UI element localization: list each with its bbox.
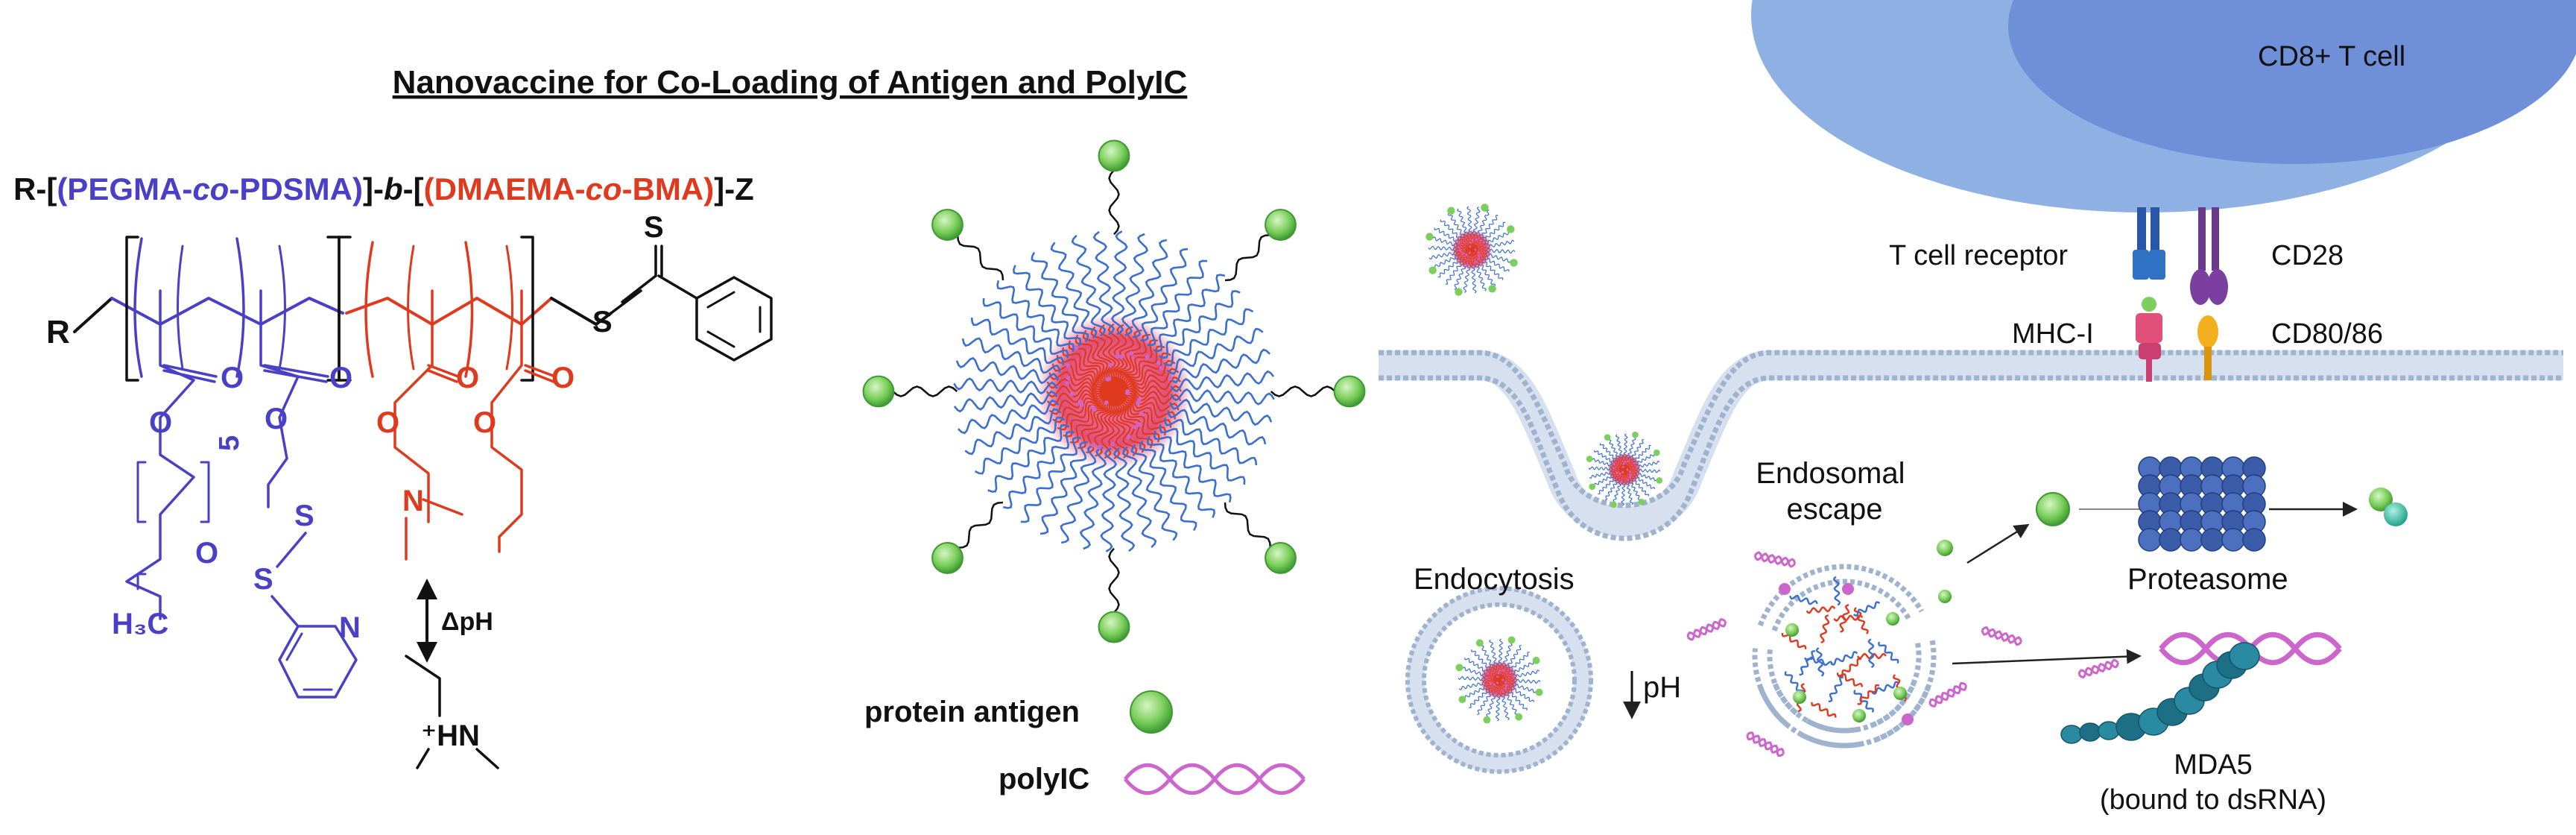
chemical-structure: R O O 5 O <box>46 211 773 769</box>
antigen-fragment-2 <box>1938 590 1952 603</box>
formula-co2: co <box>586 171 622 207</box>
backbone-r <box>73 297 113 333</box>
legend-antigen-swatch <box>1130 690 1173 734</box>
cell-membrane <box>1379 350 2563 541</box>
thiocarbonyl-s-label: S <box>644 211 664 244</box>
ph-label: pH <box>1643 671 1681 704</box>
pyridine-n: N <box>339 611 361 644</box>
dmaema-ester-o: O <box>376 406 399 439</box>
polymer-formula: R-[(PEGMA-co-PDSMA)]-b-[(DMAEMA-co-BMA)]… <box>13 171 754 207</box>
pds-chain <box>259 323 300 508</box>
formula-mid2: -[ <box>403 171 424 207</box>
formula-block2-end: -BMA) <box>622 171 715 207</box>
arrow-to-antigen <box>1966 523 2030 564</box>
pds-s2: S <box>253 563 273 596</box>
peg-carbonyl <box>162 364 218 378</box>
dmaema-chain <box>393 323 434 523</box>
formula-suffix: ]-Z <box>714 171 754 207</box>
legend-antigen-label: protein antigen <box>864 696 1080 728</box>
backbone-blue <box>110 297 344 326</box>
cd8-label: CD8+ T cell <box>2258 41 2405 72</box>
antigen-fragment-1 <box>1937 540 1953 556</box>
tcr-receptor <box>2133 207 2165 312</box>
bracket-blue-2 <box>235 237 245 378</box>
endosome <box>1405 586 1593 774</box>
protonated-amine <box>405 655 441 717</box>
cd80-86-receptor <box>2197 315 2218 380</box>
proteasome-icon <box>2138 456 2266 552</box>
bma-ester-o: O <box>473 406 496 439</box>
cd8-t-cell-nucleus <box>2008 0 2576 164</box>
nanoparticle-free <box>1425 204 1518 296</box>
cd28-label: CD28 <box>2271 240 2344 271</box>
arrow-to-mda5 <box>1952 649 2142 665</box>
bracket-black-4 <box>520 236 534 382</box>
tcr-label: T cell receptor <box>1889 240 2068 271</box>
thio-s-label: S <box>592 306 613 338</box>
bracket-blue-4 <box>278 245 286 371</box>
cd28-receptor <box>2190 207 2228 305</box>
bracket-blue-1 <box>133 237 143 378</box>
cd80-label: CD80/86 <box>2271 318 2383 350</box>
formula-prefix: R-[ <box>13 171 57 207</box>
pds-carbonyl-o: O <box>329 362 352 394</box>
backbone-red <box>345 297 553 326</box>
pyridine-ring <box>278 625 358 699</box>
formula-block2: (DMAEMA- <box>424 171 586 207</box>
peg-carbonyl-o: O <box>221 362 244 394</box>
pds-s1: S <box>294 500 314 532</box>
formula-block1: (PEGMA- <box>57 171 192 207</box>
bracket-red-1 <box>364 241 374 378</box>
formula-block1-end: -PDSMA) <box>229 171 363 207</box>
peptide-fragment-2 <box>2384 502 2408 526</box>
peg-ester-o: O <box>149 406 172 439</box>
nanoparticle-invaginating <box>1586 431 1663 508</box>
delta-ph-label: ΔpH <box>441 608 493 636</box>
proteasome-label: Proteasome <box>2127 563 2288 596</box>
mda5-label: MDA5 <box>2174 749 2253 781</box>
endosomal-escape-line1: Endosomal <box>1756 457 1905 490</box>
released-antigen <box>2036 492 2070 526</box>
formula-b: b <box>384 171 403 207</box>
formula-co1: co <box>192 171 229 207</box>
peg-repeat-5: 5 <box>214 435 245 451</box>
free-polyic-fragments <box>1686 551 2119 757</box>
dmaema-carbonyl-o: O <box>456 362 479 394</box>
pds-ester-o: O <box>265 403 288 435</box>
bracket-red-2 <box>464 241 474 378</box>
bracket-black-1 <box>125 236 139 382</box>
endosomal-escape-line2: escape <box>1787 493 1883 526</box>
peptide-fragment-1 <box>2369 488 2393 511</box>
r-group-label: R <box>46 314 70 350</box>
bracket-blue-3 <box>177 245 184 371</box>
methyl-terminal-label: H₃C <box>112 608 168 640</box>
hn-plus-label: ⁺HN <box>421 719 480 752</box>
bma-carbonyl-o: O <box>551 362 575 394</box>
formula-mid1: ]- <box>363 171 384 207</box>
endocytosis-label: Endocytosis <box>1414 563 1575 596</box>
endosomal-escape-label: Endosomal escape <box>1756 457 1913 526</box>
bracket-red-3 <box>407 245 415 371</box>
backbone-end <box>550 297 613 326</box>
escaping-endosome <box>1752 564 1937 749</box>
nanoparticle-large <box>862 139 1366 643</box>
phenyl-ring <box>695 276 773 362</box>
bracket-red-4 <box>505 245 513 371</box>
bracket-black-3 <box>338 236 352 382</box>
figure-title: Nanovaccine for Co-Loading of Antigen an… <box>393 64 1188 101</box>
legend-polyic-swatch-strand2 <box>1124 763 1306 795</box>
mda5-protein-icon <box>2060 642 2260 744</box>
dmaema-n: N <box>402 485 424 517</box>
mhc-i-receptor <box>2136 313 2162 382</box>
peg-ether-o: O <box>195 537 218 570</box>
mda5-sub-label: (bound to dsRNA) <box>2100 784 2326 816</box>
legend-polyic-label: polyIC <box>999 763 1089 795</box>
bma-chain <box>490 323 523 553</box>
mhc-label: MHC-I <box>2012 318 2094 350</box>
